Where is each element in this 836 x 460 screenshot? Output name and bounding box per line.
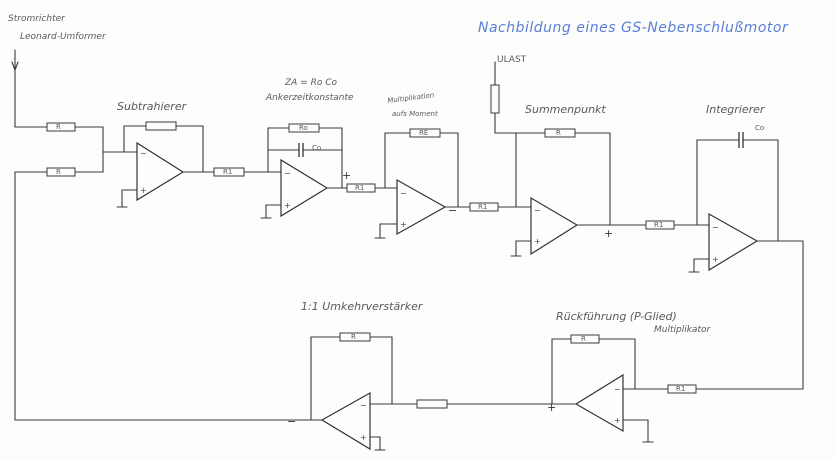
resistor-label-rueckfuehrung: R <box>581 335 586 343</box>
ankerzeitkonstante-stage <box>260 123 398 219</box>
diagram-title: Nachbildung eines GS-Nebenschlußmotor <box>478 20 789 36</box>
resistor-label-ro: Ro <box>299 124 308 132</box>
resistor-label-r-input: R <box>56 123 61 131</box>
svg-text:−: − <box>534 206 541 215</box>
resistor-label-umkehr: R <box>351 333 356 341</box>
label-anker-formula: ZA = Ro Co <box>285 78 337 88</box>
resistor-r-feedback-in <box>46 167 76 177</box>
svg-text:−: − <box>140 149 147 158</box>
opamp-ankerzeitkonstante <box>280 158 329 218</box>
resistor-r-input <box>46 122 76 132</box>
opamp-multiplikation <box>396 178 447 236</box>
resistor-label-r1-b: R1 <box>355 184 365 192</box>
opamp-integrierer <box>708 212 759 272</box>
rueckfuehrung-stage <box>369 334 654 443</box>
svg-text:−: − <box>400 189 407 198</box>
svg-text:+: + <box>400 220 407 229</box>
input-label-leonard: Leonard-Umformer <box>20 32 106 42</box>
input-arrow <box>11 49 19 128</box>
resistor-ulast <box>490 84 500 114</box>
resistor-umkehr-input <box>416 399 448 409</box>
svg-text:+: + <box>284 201 291 210</box>
svg-text:−: − <box>360 401 367 410</box>
summenpunkt-stage <box>510 128 710 257</box>
opamp-umkehr <box>320 391 371 451</box>
svg-text:+: + <box>614 416 621 425</box>
svg-text:+: + <box>140 186 147 195</box>
opamp-pins: − + − + − + − + − + − + − + <box>140 149 719 442</box>
integrierer-stage <box>622 132 804 394</box>
resistor-subtrahierer-feedback <box>145 121 177 131</box>
svg-text:+: + <box>712 255 719 264</box>
svg-text:−: − <box>614 385 621 394</box>
label-umkehrverstaerker: 1:1 Umkehrverstärker <box>301 300 423 313</box>
resistor-label-r-feedback-in: R <box>56 168 61 176</box>
sign-plus-rueck: + <box>547 401 557 414</box>
resistor-label-r1-e: R1 <box>676 385 686 393</box>
svg-text:+: + <box>534 237 541 246</box>
umkehr-stage <box>14 171 393 451</box>
resistor-label-r1-c: R1 <box>478 203 488 211</box>
subtrahierer-stage <box>14 121 282 208</box>
input-label-stromrichter: Stromrichter <box>8 14 65 24</box>
svg-text:−: − <box>284 169 291 178</box>
opamp-rueckfuehrung <box>574 373 624 433</box>
opamp-subtrahierer <box>136 141 185 202</box>
sign-minus-mult: − <box>448 204 458 217</box>
svg-text:+: + <box>360 433 367 442</box>
label-rueckfuehrung: Rückführung (P-Glied) <box>556 310 677 323</box>
label-aufs-moment: aufs Moment <box>392 110 438 118</box>
capacitor-label-co-b: Co <box>755 124 765 132</box>
resistor-label-summenpunkt: R <box>556 129 561 137</box>
multiplikation-stage <box>374 128 532 239</box>
label-ankerzeitkonstante: Ankerzeitkonstante <box>266 93 354 103</box>
sign-plus-summe: + <box>604 227 614 240</box>
opamp-summenpunkt <box>530 196 579 256</box>
label-summenpunkt: Summenpunkt <box>525 103 606 116</box>
label-subtrahierer: Subtrahierer <box>117 100 187 113</box>
sign-minus-umkehr: − <box>287 415 297 428</box>
resistor-label-r1-d: R1 <box>654 221 664 229</box>
label-multiplikator: Multiplikator <box>654 325 711 335</box>
svg-text:−: − <box>712 223 719 232</box>
capacitor-label-co-a: Co <box>312 144 322 152</box>
label-ulast: ULAST <box>497 55 527 65</box>
resistor-label-r1-a: R1 <box>223 168 233 176</box>
ulast-input <box>490 61 517 134</box>
label-integrierer: Integrierer <box>706 103 765 116</box>
resistor-label-re: RE <box>419 129 429 137</box>
sign-plus-anker: + <box>342 169 352 182</box>
